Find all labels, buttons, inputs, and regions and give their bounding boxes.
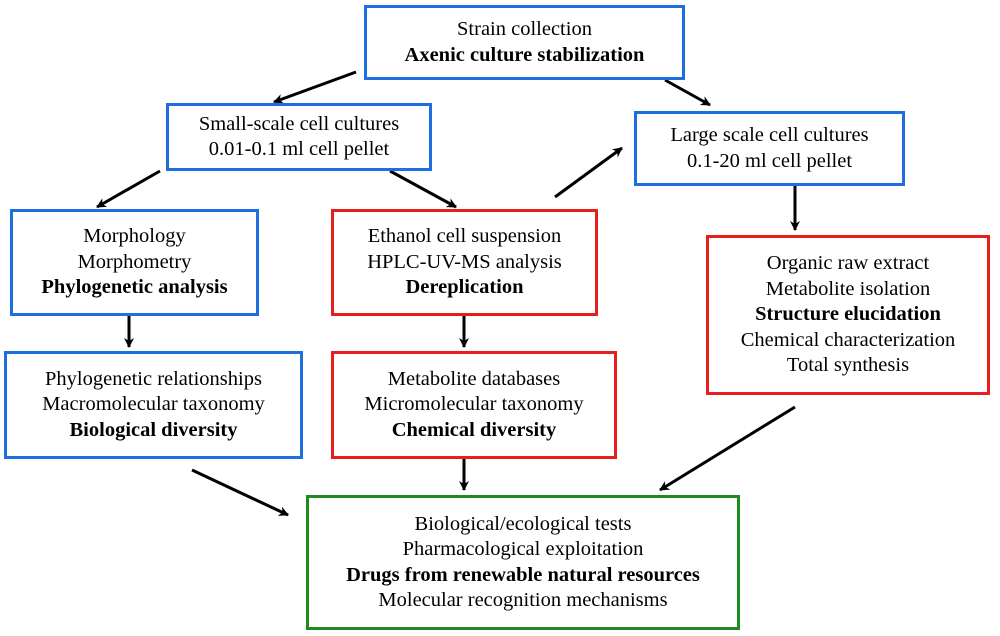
phylogenetic-box: Phylogenetic relationships Macromolecula… xyxy=(4,351,303,459)
small-scale-box: Small-scale cell cultures 0.01-0.1 ml ce… xyxy=(166,103,432,171)
arrow-ethanol-to-large xyxy=(554,146,623,199)
phylo-bold-line: Biological diversity xyxy=(69,418,238,441)
metab-line-1: Metabolite databases xyxy=(387,367,561,390)
phylo-line-1: Phylogenetic relationships xyxy=(45,367,262,390)
ethanol-line-1: Ethanol cell suspension xyxy=(367,225,562,248)
small-line-1: Small-scale cell cultures xyxy=(198,112,400,135)
phylo-line-2: Macromolecular taxonomy xyxy=(42,393,265,416)
arrow-strain-to-small xyxy=(273,70,357,104)
biological-tests-box: Biological/ecological tests Pharmacologi… xyxy=(306,495,740,630)
metab-bold-line: Chemical diversity xyxy=(391,418,557,441)
strain-line-1: Strain collection xyxy=(457,18,592,40)
bio-bold-line: Drugs from renewable natural resources xyxy=(346,563,700,586)
arrow-phylo-to-bio xyxy=(191,468,289,517)
ethanol-bold-line: Dereplication xyxy=(405,276,524,299)
large-line-1: Large scale cell cultures xyxy=(670,124,869,146)
bio-line-1: Biological/ecological tests xyxy=(414,512,632,535)
strain-bold-line: Axenic culture stabilization xyxy=(404,43,645,66)
organic-extract-box: Organic raw extract Metabolite isolation… xyxy=(706,235,990,395)
large-scale-box: Large scale cell cultures 0.1-20 ml cell… xyxy=(634,111,905,186)
arrow-small-to-morph xyxy=(96,169,161,209)
arrow-small-to-ethanol xyxy=(389,169,457,209)
strain-collection-box: Strain collection Axenic culture stabili… xyxy=(364,5,685,80)
arrow-strain-to-large xyxy=(664,78,711,107)
organic-line-5: Total synthesis xyxy=(786,354,910,377)
bio-line-4: Molecular recognition mechanisms xyxy=(378,589,668,611)
morph-bold-line: Phylogenetic analysis xyxy=(41,276,228,299)
bio-line-2: Pharmacological exploitation xyxy=(402,538,644,560)
morph-line-2: Morphometry xyxy=(77,250,192,273)
organic-line-2: Metabolite isolation xyxy=(765,277,931,300)
organic-line-4: Chemical characterization xyxy=(740,328,956,351)
ethanol-line-2: HPLC-UV-MS analysis xyxy=(367,250,562,273)
arrow-organic-to-bio xyxy=(659,405,796,492)
ethanol-box: Ethanol cell suspension HPLC-UV-MS analy… xyxy=(331,209,598,316)
metabolite-box: Metabolite databases Micromolecular taxo… xyxy=(331,351,617,459)
organic-line-1: Organic raw extract xyxy=(766,252,930,275)
morphology-box: Morphology Morphometry Phylogenetic anal… xyxy=(10,209,259,316)
metab-line-2: Micromolecular taxonomy xyxy=(364,393,584,416)
small-line-2: 0.01-0.1 ml cell pellet xyxy=(208,138,390,160)
large-line-2: 0.1-20 ml cell pellet xyxy=(686,149,853,172)
morph-line-1: Morphology xyxy=(83,225,186,248)
organic-bold-line: Structure elucidation xyxy=(755,303,941,326)
